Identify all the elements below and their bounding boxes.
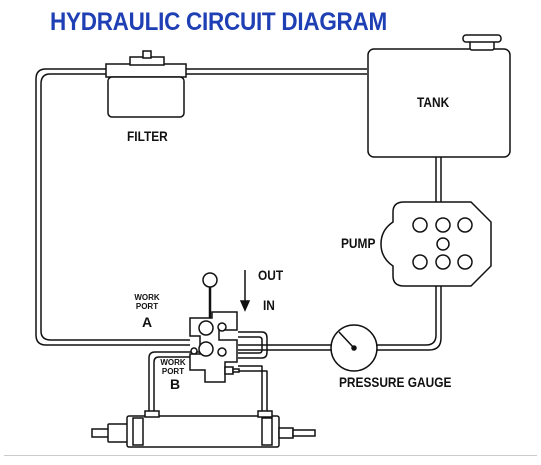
hydraulic-lines [35,68,442,414]
control-valve-component [189,272,240,383]
valve-outlet-line [238,331,268,359]
filter-label: FILTER [127,128,168,144]
diagram-title: HYDRAULIC CIRCUIT DIAGRAM [50,8,387,36]
bottom-border [4,455,537,456]
pump-gauge-line [377,285,442,351]
work-port-a-line1: WORK [134,293,160,302]
filter-component [105,50,187,118]
out-label: OUT [258,267,284,283]
tank-label: TANK [417,94,450,110]
tank-component [367,34,511,158]
in-label: IN [263,297,275,313]
work-port-a-label: WORK PORT [130,293,164,311]
cylinder-line-b [238,365,268,414]
pump-component [380,201,492,287]
work-port-a-line2: PORT [135,302,159,311]
work-port-b-label: WORK PORT [158,358,188,376]
pressure-gauge-component [330,324,378,372]
port-a-label: A [142,314,153,330]
work-port-b-line2: PORT [161,367,185,376]
arrow-down-icon [239,270,251,312]
cylinder-line-a [148,351,205,414]
tank-pump-line [435,157,442,202]
gauge-valve-line [238,344,331,351]
pump-label: PUMP [341,235,376,251]
pressure-gauge-label: PRESSURE GAUGE [339,374,452,390]
left-return-line [35,68,190,346]
hydraulic-cylinder-component [91,410,316,448]
port-b-label: B [170,376,181,392]
work-port-b-line1: WORK [160,358,186,367]
